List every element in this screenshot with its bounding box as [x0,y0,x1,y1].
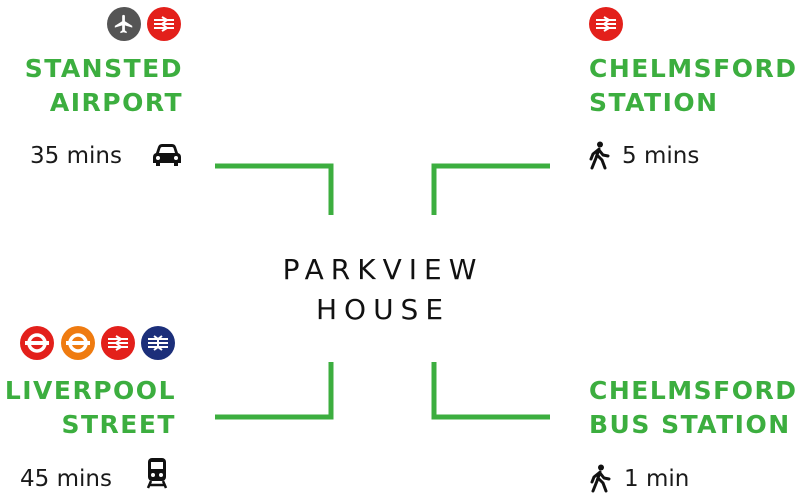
train-icon [146,458,168,489]
elizabeth-line-icon [141,326,175,360]
underground-roundel-icon [20,326,54,360]
travel-time: 35 mins [30,143,122,169]
connector-top-left [215,163,334,215]
destination-name: CHELMSFORD BUS STATION [589,376,798,439]
national-rail-icon [147,7,181,41]
destination-name: CHELMSFORD STATION [589,54,798,117]
national-rail-icon [589,7,623,41]
connector-top-right [431,163,550,215]
connector-bottom-left [215,362,334,420]
overground-roundel-icon [61,326,95,360]
center-title-line1: PARKVIEW [282,253,484,286]
center-title-line2: HOUSE [315,293,451,326]
travel-time: 1 min [624,466,690,492]
car-icon [153,144,181,166]
travel-time: 5 mins [622,143,700,169]
walking-icon [589,141,610,170]
travel-time: 45 mins [20,466,112,492]
destination-name: STANSTED AIRPORT [24,54,183,117]
destination-name: LIVERPOOL STREET [4,376,176,439]
walking-icon [590,464,611,493]
national-rail-icon [101,326,135,360]
airport-icon [107,7,141,41]
connector-bottom-right [431,362,550,420]
